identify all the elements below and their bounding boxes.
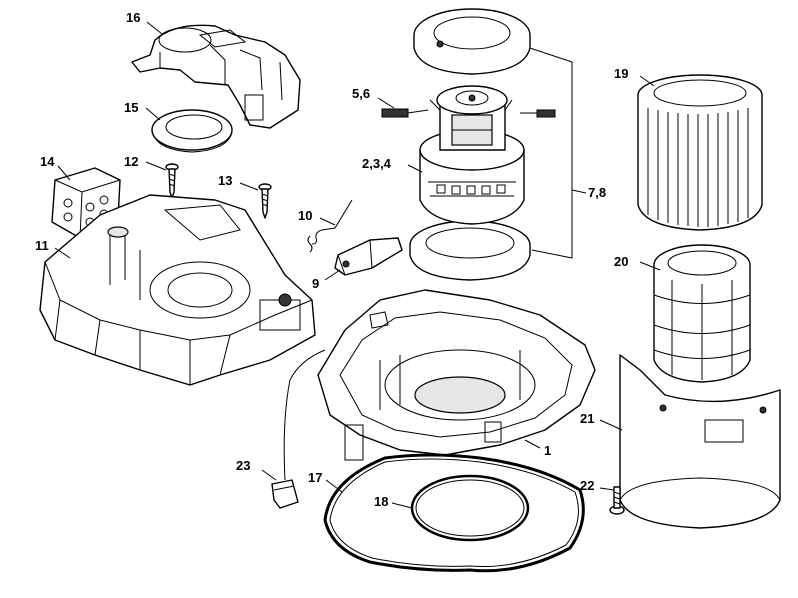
part-10-spring bbox=[307, 199, 353, 253]
callout-1: 1 bbox=[544, 443, 551, 458]
callout-2-3-4: 2,3,4 bbox=[362, 156, 392, 171]
callout-5-6: 5,6 bbox=[352, 86, 370, 101]
part-5-6-carbon-brushes bbox=[381, 108, 556, 118]
callout-21: 21 bbox=[580, 411, 594, 426]
callout-9: 9 bbox=[312, 276, 319, 291]
part-23-connector bbox=[271, 349, 326, 509]
callout-20: 20 bbox=[614, 254, 628, 269]
part-8-seal-ring bbox=[409, 220, 531, 281]
part-9-latch bbox=[334, 237, 403, 276]
callout-19: 19 bbox=[614, 66, 628, 81]
callout-15: 15 bbox=[124, 100, 138, 115]
callout-labels: 16 15 14 12 13 10 9 11 5,6 2,3,4 7,8 19 … bbox=[35, 10, 628, 509]
part-17-large-gasket bbox=[323, 453, 585, 573]
part-12-screw bbox=[165, 163, 179, 199]
part-15-ring-seal bbox=[151, 109, 233, 153]
part-20-filter-cage bbox=[653, 244, 751, 383]
part-7-top-cover bbox=[413, 8, 531, 75]
part-2-3-4-motor bbox=[419, 85, 525, 225]
callout-14: 14 bbox=[40, 154, 55, 169]
callout-12: 12 bbox=[124, 154, 138, 169]
callout-17: 17 bbox=[308, 470, 322, 485]
leader-lines bbox=[54, 21, 661, 509]
callout-11: 11 bbox=[35, 238, 49, 253]
part-21-sleeve bbox=[619, 354, 781, 529]
callout-23: 23 bbox=[236, 458, 250, 473]
part-22-screw bbox=[609, 486, 625, 515]
callout-22: 22 bbox=[580, 478, 594, 493]
part-11-motor-housing bbox=[39, 194, 316, 386]
callout-18: 18 bbox=[374, 494, 388, 509]
callout-10: 10 bbox=[298, 208, 312, 223]
callout-7-8: 7,8 bbox=[588, 185, 606, 200]
part-1-housing-tub bbox=[317, 289, 596, 461]
callout-16: 16 bbox=[126, 10, 140, 25]
callout-13: 13 bbox=[218, 173, 232, 188]
part-18-round-gasket bbox=[410, 474, 530, 542]
part-16-duct-housing bbox=[131, 24, 301, 129]
part-13-screw bbox=[258, 183, 272, 219]
part-19-cartridge-filter bbox=[637, 74, 763, 231]
